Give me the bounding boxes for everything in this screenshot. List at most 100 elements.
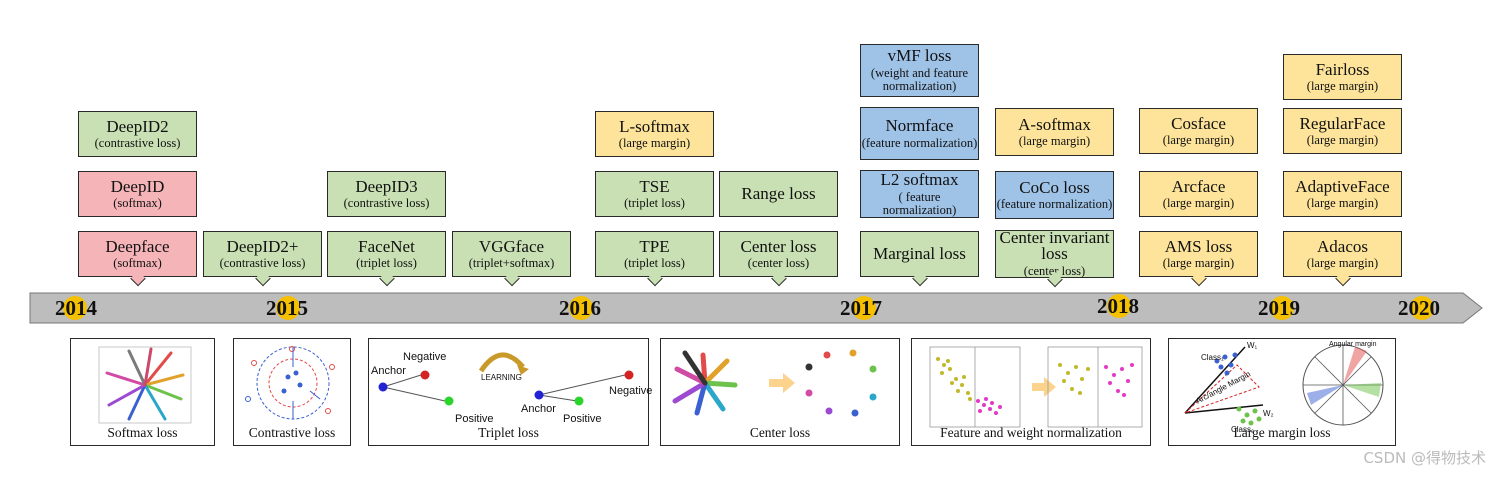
box-title: vMF loss [887, 46, 952, 66]
negative-point [420, 370, 430, 380]
softmax-loss-illustration [98, 346, 192, 424]
box-title: FaceNet [358, 236, 415, 256]
positive-label: Positive [563, 413, 602, 425]
box-title: AdaptiveFace [1295, 176, 1390, 196]
box-title: A-softmax [1018, 114, 1091, 134]
box-subtitle: (softmax) [113, 256, 162, 271]
box-title: DeepID3 [355, 176, 418, 196]
box-title: Marginal loss [873, 244, 966, 264]
box-subtitle: (contrastive loss) [343, 196, 430, 211]
panel-caption: Center loss [749, 425, 811, 440]
box-subtitle: ( feature normalization) [882, 189, 957, 217]
box-subtitle: (large margin) [1306, 256, 1379, 271]
box-title: DeepID [110, 176, 165, 196]
year-2018: 2018 [1097, 294, 1139, 318]
box-title: L2 softmax [880, 169, 959, 189]
box-subtitle: (center loss) [747, 256, 810, 271]
adacos-box: Adacos (large margin) [1283, 231, 1402, 287]
panel-caption: Contrastive loss [248, 425, 336, 440]
box-title: Range loss [741, 184, 816, 204]
triplet-loss-panel: Negative Anchor Positive LEARNING Anchor… [368, 338, 653, 446]
positive-label: Positive [455, 413, 494, 425]
anchor-label: Anchor [521, 403, 556, 415]
box-subtitle: (triplet loss) [624, 256, 685, 271]
year-dot-2015 [276, 296, 300, 320]
marginal-loss-box: Marginal loss [860, 231, 979, 287]
large-margin-illustration [1184, 344, 1384, 426]
arcface-box: Arcface (large margin) [1139, 171, 1258, 217]
box-subtitle: (contrastive loss) [94, 136, 181, 151]
box-subtitle: (feature normalization) [861, 135, 978, 150]
box-title: DeepID2 [106, 116, 169, 136]
a-softmax-box: A-softmax (large margin) [995, 108, 1114, 156]
box-title: Center loss [740, 236, 817, 256]
class1-label: Class₁ [1201, 353, 1224, 362]
box-subtitle: (contrastive loss) [219, 256, 306, 271]
learning-label: LEARNING [481, 373, 522, 382]
box-title: Deepface [105, 236, 170, 256]
year-2014: 2014 [55, 296, 97, 320]
deepface-box: Deepface (softmax) [78, 231, 197, 287]
year-dot-2019 [1270, 296, 1294, 320]
box-title: Normface [885, 116, 954, 136]
w2-label: W₂ [1263, 409, 1274, 418]
box-subtitle: (triplet loss) [624, 196, 685, 211]
tpe-box: TPE (triplet loss) [595, 231, 714, 287]
box-subtitle: (triplet loss) [356, 256, 417, 271]
vggface-box: VGGface (triplet+softmax) [452, 231, 571, 287]
coco-loss-box: CoCo loss (feature normalization) [995, 171, 1114, 219]
l2-softmax-box: L2 softmax ( feature normalization) [860, 170, 979, 218]
triplet-loss-illustration [378, 352, 634, 406]
center-loss-box: Center loss (center loss) [719, 231, 838, 287]
cosface-box: Cosface (large margin) [1139, 108, 1258, 154]
center-loss-illustration [672, 349, 877, 417]
box-subtitle: (weight and feature normalization) [870, 66, 969, 94]
contrastive-loss-panel: Contrastive loss [233, 338, 351, 446]
box-title: Fairloss [1315, 59, 1370, 79]
negative-label: Negative [609, 385, 653, 397]
box-subtitle: (large margin) [1306, 196, 1379, 211]
box-title: L-softmax [619, 116, 690, 136]
adaptiveface-box: AdaptiveFace (large margin) [1283, 171, 1402, 217]
box-subtitle: (large margin) [1306, 79, 1379, 94]
box-subtitle: (triplet+softmax) [468, 256, 555, 271]
watermark: CSDN @得物技术 [1363, 449, 1486, 467]
panel-caption: Triplet loss [478, 425, 539, 440]
tse-box: TSE (triplet loss) [595, 171, 714, 217]
box-subtitle: (softmax) [113, 196, 162, 211]
year-dot-2014 [63, 296, 87, 320]
box-title: Cosface [1171, 113, 1226, 133]
softmax-loss-panel: Softmax loss [70, 338, 215, 446]
year-dot-2020 [1410, 296, 1434, 320]
angular-margin-label: Angular margin [1329, 341, 1377, 348]
year-2016: 2016 [559, 296, 601, 320]
anchor-point [378, 382, 388, 392]
normalization-illustration [929, 346, 1143, 428]
callout-pointer [503, 270, 520, 287]
box-title: Center invariant loss [999, 228, 1110, 264]
year-dot-2016 [569, 296, 593, 320]
year-2017: 2017 [840, 296, 882, 320]
negative-label: Negative [403, 351, 447, 363]
contrastive-loss-illustration [245, 346, 335, 420]
box-title: Adacos [1317, 236, 1368, 256]
box-title: AMS loss [1164, 236, 1233, 256]
callout-pointer [770, 270, 787, 287]
year-dot-2018 [1107, 294, 1131, 318]
box-subtitle: (large margin) [1306, 133, 1379, 148]
deepid3-box: DeepID3 (contrastive loss) [327, 171, 446, 217]
panel-caption: Softmax loss [107, 425, 178, 440]
year-2019: 2019 [1258, 296, 1300, 320]
fairloss-box: Fairloss (large margin) [1283, 54, 1402, 100]
callout-pointer [378, 270, 395, 287]
large-margin-panel: Class₁ W₁ Arc/angle Margin W₂ Class₂ Ang… [1168, 338, 1396, 446]
box-subtitle: (large margin) [618, 136, 691, 151]
callout-pointer [254, 270, 271, 287]
center-loss-panel: Center loss [660, 338, 900, 446]
anchor-label: Anchor [371, 365, 406, 377]
class2-label: Class₂ [1231, 425, 1255, 434]
deepid-box: DeepID (softmax) [78, 171, 197, 217]
regularface-box: RegularFace (large margin) [1283, 108, 1402, 154]
callout-pointer [646, 270, 663, 287]
box-subtitle: (feature normalization) [996, 197, 1113, 212]
